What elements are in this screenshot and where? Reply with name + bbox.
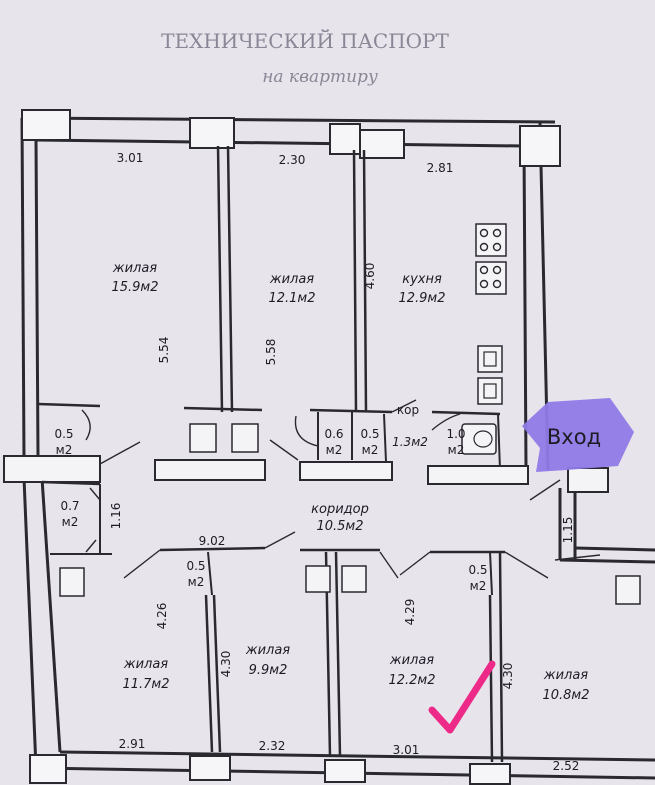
dim-bottom-4: 2.52 bbox=[553, 759, 580, 773]
bottom-windows bbox=[29, 754, 511, 785]
room-living-1-area: 15.9м2 bbox=[111, 280, 158, 295]
dim-vertical-2: 5.58 bbox=[264, 339, 278, 366]
top-windows bbox=[21, 109, 561, 167]
room-living-5-name: жилая bbox=[389, 653, 434, 668]
room-corridor-name: коридор bbox=[311, 502, 369, 517]
interior-walls-upper bbox=[3, 145, 609, 493]
dim-corridor-length: 9.02 bbox=[199, 534, 226, 548]
dim-vertical-7: 4.30 bbox=[219, 651, 233, 678]
vertical-dimensions: 5.54 5.58 4.60 1.16 1.15 4.26 4.30 4.29 … bbox=[109, 263, 575, 690]
dim-vertical-3: 4.60 bbox=[363, 263, 377, 290]
room-living-2-name: жилая bbox=[269, 272, 314, 287]
dim-vertical-4: 1.16 bbox=[109, 503, 123, 530]
fixtures bbox=[59, 223, 641, 605]
entrance-badge-icon: Вход bbox=[522, 398, 634, 472]
room-living-1-name: жилая bbox=[112, 261, 157, 276]
dim-top-3: 2.81 bbox=[427, 161, 454, 175]
dim-vertical-1: 5.54 bbox=[157, 337, 171, 364]
dim-top-1: 3.01 bbox=[117, 151, 144, 165]
room-living-3-name: жилая bbox=[123, 657, 168, 672]
horizontal-dimensions: 3.01 2.30 2.81 2.91 2.32 3.01 2.52 9.02 bbox=[117, 151, 580, 773]
room-corridor-small-name: кор bbox=[397, 403, 419, 417]
room-kitchen-name: кухня bbox=[402, 272, 442, 287]
dim-vertical-9: 4.30 bbox=[501, 663, 515, 690]
room-corridor-area: 10.5м2 bbox=[316, 519, 363, 534]
room-kitchen-area: 12.9м2 bbox=[398, 291, 445, 306]
document-title: ТЕХНИЧЕСКИЙ ПАСПОРТ bbox=[161, 28, 449, 53]
dim-top-2: 2.30 bbox=[279, 153, 306, 167]
room-living-6-area: 10.8м2 bbox=[542, 688, 589, 703]
checkmark-icon bbox=[428, 660, 496, 734]
dim-vertical-8: 4.29 bbox=[403, 599, 417, 626]
entrance-label: Вход bbox=[547, 425, 601, 449]
door-swings bbox=[81, 399, 601, 579]
dim-bottom-2: 2.32 bbox=[259, 739, 286, 753]
dim-vertical-6: 4.26 bbox=[155, 603, 169, 630]
room-living-3-area: 11.7м2 bbox=[122, 677, 169, 692]
room-living-4-area: 9.9м2 bbox=[249, 663, 288, 678]
room-living-2-area: 12.1м2 bbox=[268, 291, 315, 306]
room-living-5-area: 12.2м2 bbox=[388, 673, 435, 688]
dim-vertical-5: 1.15 bbox=[561, 517, 575, 544]
room-labels: жилая 15.9м2 жилая 12.1м2 кухня 12.9м2 к… bbox=[111, 261, 589, 703]
document-subtitle: на квартиру bbox=[262, 67, 378, 87]
dim-bottom-3: 3.01 bbox=[393, 743, 420, 757]
dim-bottom-1: 2.91 bbox=[119, 737, 146, 751]
room-living-4-name: жилая bbox=[245, 643, 290, 658]
room-corridor-small-area: 1.3м2 bbox=[392, 435, 428, 449]
room-living-6-name: жилая bbox=[543, 668, 588, 683]
